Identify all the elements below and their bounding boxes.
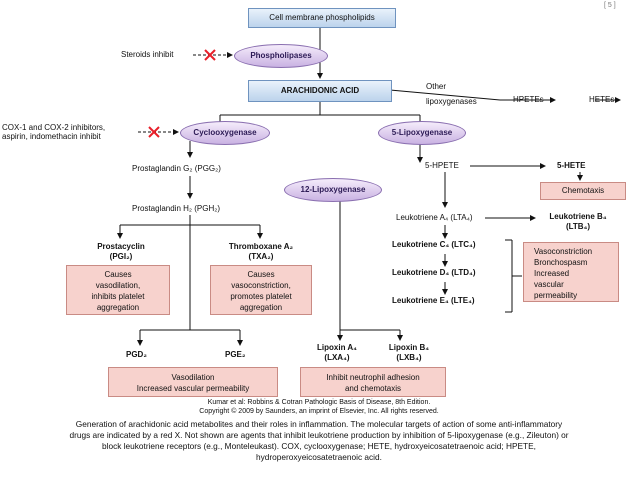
caption-line3: block leukotriene receptors (e.g., Monte…: [102, 441, 536, 451]
pgd2-label: PGD₂: [126, 350, 147, 359]
txa2-effect-box: Causes vasoconstriction, promotes platel…: [210, 265, 312, 315]
citation: Kumar et al: Robbins & Cotran Pathologic…: [0, 398, 638, 416]
arachidonic-acid-box: ARACHIDONIC ACID: [248, 80, 392, 102]
figure-caption: Generation of arachidonic acid metabolit…: [0, 419, 638, 463]
ltb4-line1: Leukotriene B₄: [549, 212, 607, 221]
lx-effect-line2: and chemotaxis: [344, 384, 402, 393]
chemotaxis-box: Chemotaxis: [540, 182, 626, 200]
ltb4-line2: (LTB₄): [565, 222, 591, 231]
lxa4-line2: (LXA₄): [324, 353, 350, 362]
ltd4-label: Leukotriene D₄ (LTD₄): [392, 268, 476, 277]
leukotriene-effect-box: Vasoconstriction Bronchospasm Increased …: [523, 242, 619, 302]
txa2-effect-line4: aggregation: [239, 303, 283, 312]
cox-inhibitors-line2: aspirin, indomethacin inhibit: [2, 132, 101, 141]
caption-line2: drugs are indicated by a red X. Not show…: [69, 430, 569, 440]
pgi2-effect-line1: Causes: [104, 270, 132, 279]
lipoxygenases-line: lipoxygenases: [426, 97, 477, 106]
txa2-effect-line1: Causes: [247, 270, 275, 279]
hpetes-label: HPETEs: [513, 95, 544, 104]
lt-effect-line5: permeability: [534, 291, 578, 300]
txa2-effect-line3: promotes platelet: [230, 292, 292, 301]
lxb4-line1: Lipoxin B₄: [388, 343, 430, 352]
caption-line4: hydroperoxyeicosatetraenoic acid.: [256, 452, 382, 462]
pge2-label: PGE₂: [225, 350, 246, 359]
inhibit-x-mark: [148, 49, 216, 138]
lte4-label: Leukotriene E₄ (LTE₄): [392, 296, 475, 305]
phospholipases-oval: Phospholipases: [234, 44, 328, 68]
caption-line1: Generation of arachidonic acid metabolit…: [75, 419, 563, 429]
pg-effect-box: Vasodilation Increased vascular permeabi…: [108, 367, 278, 397]
lt-effect-line2: Bronchospasm: [534, 258, 588, 267]
steroids-inhibit-label: Steroids inhibit: [121, 50, 174, 59]
lt-effect-line4: vascular: [534, 280, 564, 289]
pgi2-effect-box: Causes vasodilation, inhibits platelet a…: [66, 265, 170, 315]
lx-effect-line1: Inhibit neutrophil adhesion: [326, 373, 420, 382]
lta4-label: Leukotriene A₄ (LTA₄): [396, 213, 473, 222]
thromboxane-line1: Thromboxane A₂: [228, 242, 294, 251]
cyclooxygenase-oval: Cyclooxygenase: [180, 121, 270, 145]
5-lipoxygenase-oval: 5-Lipoxygenase: [378, 121, 466, 145]
ltc4-label: Leukotriene C₄ (LTC₄): [392, 240, 476, 249]
lxa4-line1: Lipoxin A₄: [317, 343, 357, 352]
citation-line2: Copyright © 2009 by Saunders, an imprint…: [199, 408, 439, 415]
prostacyclin-label: Prostacyclin (PGI₂): [86, 242, 156, 262]
cox-inhibitors-label: COX-1 and COX-2 inhibitors, aspirin, ind…: [2, 123, 105, 141]
pgg2-label: Prostaglandin G₂ (PGG₂): [132, 164, 221, 173]
pgh2-label: Prostaglandin H₂ (PGH₂): [132, 204, 221, 213]
pg-effect-line2: Increased vascular permeability: [136, 384, 250, 393]
lxb4-line2: (LXB₄): [396, 353, 422, 362]
hetes-label: HETEs: [589, 95, 615, 104]
prostacyclin-line1: Prostacyclin: [97, 242, 145, 251]
thromboxane-label: Thromboxane A₂ (TXA₂): [222, 242, 300, 262]
prostacyclin-line2: (PGI₂): [109, 252, 133, 261]
citation-line1: Kumar et al: Robbins & Cotran Pathologic…: [207, 399, 431, 406]
other-lipoxygenases-label: Other lipoxygenases: [426, 82, 477, 107]
txa2-effect-line2: vasoconstriction,: [231, 281, 291, 290]
cell-membrane-box: Cell membrane phospholipids: [248, 8, 396, 28]
pg-effect-line1: Vasodilation: [171, 373, 215, 382]
pgi2-effect-line4: aggregation: [96, 303, 140, 312]
lxa4-label: Lipoxin A₄ (LXA₄): [304, 343, 370, 363]
lipoxin-effect-box: Inhibit neutrophil adhesion and chemotax…: [300, 367, 446, 397]
page-number: [ 5 ]: [604, 2, 616, 9]
5-hete-label: 5-HETE: [557, 161, 586, 170]
lt-effect-line1: Vasoconstriction: [534, 247, 593, 256]
thromboxane-line2: (TXA₂): [248, 252, 274, 261]
12-lipoxygenase-oval: 12-Lipoxygenase: [284, 178, 382, 202]
lt-effect-line3: Increased: [534, 269, 570, 278]
lxb4-label: Lipoxin B₄ (LXB₄): [376, 343, 442, 363]
ltb4-label: Leukotriene B₄ (LTB₄): [536, 212, 620, 232]
pgi2-effect-line3: inhibits platelet: [91, 292, 145, 301]
5-hpete-label: 5-HPETE: [425, 161, 459, 170]
cox-inhibitors-line1: COX-1 and COX-2 inhibitors,: [2, 123, 106, 132]
pgi2-effect-line2: vasodilation,: [95, 281, 141, 290]
other-line: Other: [426, 82, 447, 91]
